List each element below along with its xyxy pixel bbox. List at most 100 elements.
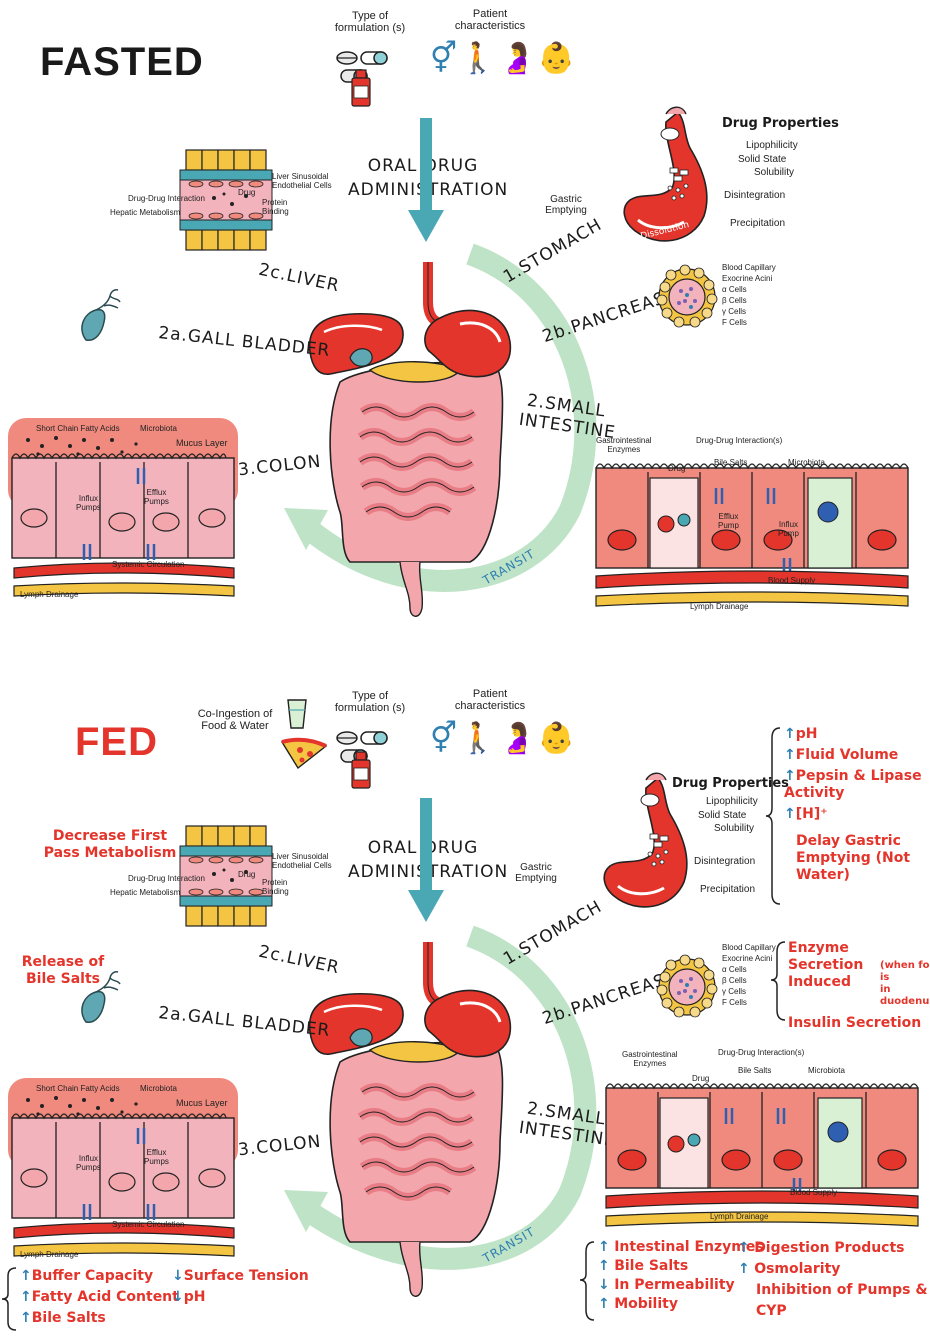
beta-cells-label: β Cells <box>722 975 776 986</box>
fed-colon-lymph-label: Lymph Drainage <box>20 1250 78 1259</box>
fed-colon-scfa-label: Short Chain Fatty Acids <box>36 1084 120 1093</box>
down-arrow-icon <box>408 118 444 242</box>
colon-microbiota-label: Microbiota <box>140 424 177 433</box>
colon-efflux-label: Efflux Pumps <box>144 488 169 506</box>
fed-colon-influx-label: Influx Pumps <box>76 1154 101 1172</box>
colon-effects-left: ↑Buffer Capacity ↑Fatty Acid Content ↑Bi… <box>20 1266 179 1329</box>
exocrine-acini-label: Exocrine Acini <box>722 273 776 284</box>
precipitation-label: Precipitation <box>730 218 785 229</box>
stomach-effects-brace <box>770 726 782 906</box>
elderly-icon: 🚶 <box>459 41 498 76</box>
pancreas-detail <box>657 267 717 327</box>
stomach-effects-list: ↑pH ↑Fluid Volume ↑Pepsin & Lipase Activ… <box>784 726 924 884</box>
gut-anatomy <box>310 262 520 622</box>
fed-drug-prop-solid-state: Solid State <box>698 810 746 821</box>
colon-scfa-label: Short Chain Fatty Acids <box>36 424 120 433</box>
drug-prop-solubility: Solubility <box>754 167 794 178</box>
liver-drug-label: Drug <box>238 188 255 197</box>
gastric-emptying-label: Gastric Emptying <box>538 194 594 216</box>
si-efflux-label: Efflux Pump <box>718 512 739 530</box>
stomach-effect-h: ↑[H]⁺ <box>784 806 924 823</box>
si-bile-salts-label: Bile Salts <box>714 458 747 467</box>
fed-si-lymph-label: Lymph Drainage <box>710 1212 768 1221</box>
colon-effect-ph: ↓pH <box>172 1287 309 1308</box>
syrup-icon <box>350 70 374 110</box>
elderly-icon: 🚶 <box>459 721 498 756</box>
fed-si-blood-label: Blood Supply <box>790 1188 837 1197</box>
enzyme-note-label: (when food is in duodenum) <box>880 960 930 1008</box>
fed-title: FED <box>75 720 158 765</box>
fed-precipitation-label: Precipitation <box>700 884 755 895</box>
fed-syrup-icon <box>350 752 374 792</box>
fed-patient-icons: ⚥🚶🤰👶 <box>430 724 577 754</box>
si-ddi-label: Drug-Drug Interaction(s) <box>696 436 782 445</box>
pregnant-icon: 🤰 <box>498 721 537 756</box>
drug-prop-solid-state: Solid State <box>738 154 786 165</box>
pancreas-labels: Blood Capillary Exocrine Acini α Cells β… <box>722 262 776 328</box>
baby-icon: 👶 <box>538 41 577 76</box>
fed-patient-label: Patient characteristics <box>440 688 540 712</box>
fed-formulation-label: Type of formulation (s) <box>325 690 415 714</box>
liver-protein-label: Protein Binding <box>262 198 289 216</box>
gender-icon: ⚥ <box>430 41 459 76</box>
colon-lymph-label: Lymph Drainage <box>20 590 78 599</box>
exocrine-acini-label: Exocrine Acini <box>722 953 776 964</box>
alpha-cells-label: α Cells <box>722 284 776 295</box>
fed-drug-prop-lipophilicity: Lipophilicity <box>706 796 758 807</box>
fed-colon-mucus-label: Mucus Layer <box>176 1098 228 1108</box>
fed-disintegration-label: Disintegration <box>694 856 755 867</box>
formulation-label: Type of formulation (s) <box>325 10 415 34</box>
patient-label: Patient characteristics <box>440 8 540 32</box>
blood-capillary-label: Blood Capillary <box>722 262 776 273</box>
gall-bladder-icon <box>80 296 130 346</box>
pregnant-icon: 🤰 <box>498 41 537 76</box>
fed-liver-drug-label: Drug <box>238 870 255 879</box>
liver-hepatic-label: Hepatic Metabolism <box>110 208 180 217</box>
glass-icon <box>286 698 308 730</box>
insulin-secretion-label: Insulin Secretion <box>788 1015 928 1032</box>
liver-sinusoidal-label: Liver Sinusoidal Endothelial Cells <box>272 172 332 190</box>
stomach-effect-ph: ↑pH <box>784 726 924 743</box>
drug-prop-lipophilicity: Lipophilicity <box>746 140 798 151</box>
intestine-effects-right: ↑ Digestion Products ↑ Osmolarity Inhibi… <box>738 1238 930 1322</box>
intestine-effect-digestion: ↑ Digestion Products <box>738 1238 930 1259</box>
fed-colon-systemic-label: Systemic Circulation <box>112 1220 184 1229</box>
colon-effects-brace <box>6 1266 18 1332</box>
fed-small-intestine-tissue <box>602 1068 922 1228</box>
gamma-cells-label: γ Cells <box>722 306 776 317</box>
si-enzymes-label: Gastrointestinal Enzymes <box>596 436 652 454</box>
fed-down-arrow-icon <box>408 798 444 922</box>
fed-pancreas-labels: Blood Capillary Exocrine Acini α Cells β… <box>722 942 776 1008</box>
fed-liver-hepatic-label: Hepatic Metabolism <box>110 888 180 897</box>
fed-si-microbiota-label: Microbiota <box>808 1066 845 1075</box>
coingestion-label: Co-Ingestion of Food & Water <box>190 708 280 732</box>
fed-liver-protein-label: Protein Binding <box>262 878 289 896</box>
fasted-title: FASTED <box>40 40 204 85</box>
pancreas-effects-brace <box>775 940 787 1022</box>
baby-icon: 👶 <box>538 721 577 756</box>
alpha-cells-label: α Cells <box>722 964 776 975</box>
fed-pancreas-detail <box>657 957 717 1017</box>
si-lymph-label: Lymph Drainage <box>690 602 748 611</box>
drug-properties-title: Drug Properties <box>722 116 839 131</box>
intestine-effects-brace <box>584 1240 596 1322</box>
colon-effect-bile: ↑Bile Salts <box>20 1308 179 1329</box>
pancreas-effects: Enzyme Secretion Induced (when food is i… <box>788 940 928 1032</box>
colon-mucus-label: Mucus Layer <box>176 438 228 448</box>
colon-effect-surface: ↓Surface Tension <box>172 1266 309 1287</box>
si-blood-label: Blood Supply <box>768 576 815 585</box>
fed-drug-prop-solubility: Solubility <box>714 823 754 834</box>
disintegration-label: Disintegration <box>724 190 785 201</box>
f-cells-label: F Cells <box>722 317 776 328</box>
f-cells-label: F Cells <box>722 997 776 1008</box>
fed-gastric-emptying-label: Gastric Emptying <box>508 862 564 884</box>
fed-colon-efflux-label: Efflux Pumps <box>144 1148 169 1166</box>
fed-si-drug-label: Drug <box>692 1074 709 1083</box>
colon-effect-fatty: ↑Fatty Acid Content <box>20 1287 179 1308</box>
colon-influx-label: Influx Pumps <box>76 494 101 512</box>
beta-cells-label: β Cells <box>722 295 776 306</box>
fed-liver-ddi-label: Drug-Drug Interaction <box>128 874 205 883</box>
si-influx-label: Influx Pump <box>778 520 799 538</box>
colon-effect-buffer: ↑Buffer Capacity <box>20 1266 179 1287</box>
gamma-cells-label: γ Cells <box>722 986 776 997</box>
